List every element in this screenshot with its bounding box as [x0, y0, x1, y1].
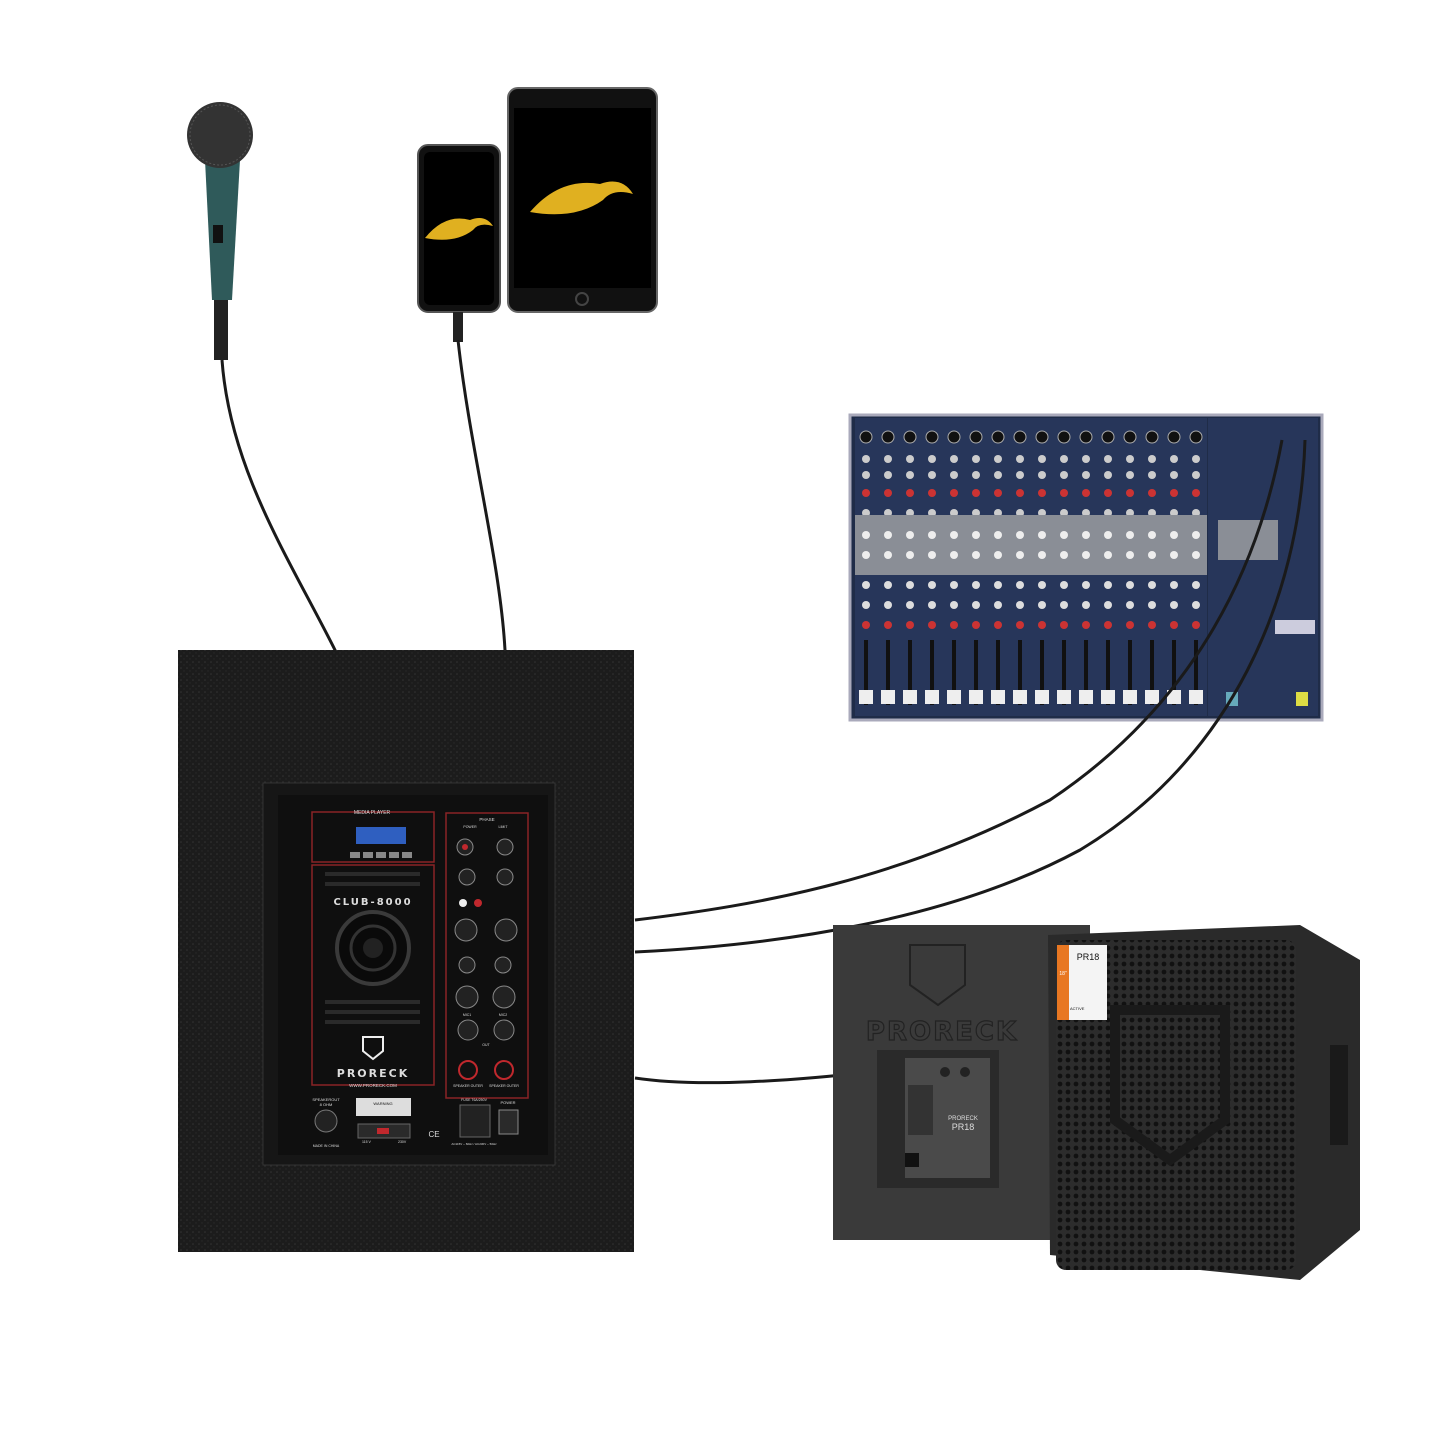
limit-led-label: LIMIT: [499, 825, 509, 829]
gold-logo-icon: [425, 218, 493, 240]
media-player-label: MEDIA PLAYER: [354, 810, 391, 816]
mic2-label: MIC2: [499, 1013, 507, 1017]
panel-brand-label: PRORECK: [948, 1116, 978, 1122]
smartphone: [417, 144, 501, 342]
subwoofer-pr18: PRORECK PRORECK PR18 PR18 18" ACTIVE: [833, 925, 1360, 1280]
speaker-outer-1-label: SPEAKER OUTER: [453, 1084, 483, 1088]
shield-logo-icon: [362, 1036, 384, 1061]
amplifier-cabinet: MEDIA PLAYER CLUB-8000 PRORECK WWW.PRORE…: [178, 650, 634, 1252]
ce-mark: CE: [428, 1130, 439, 1139]
microphone: [187, 102, 253, 360]
sticker-model-label: PR18: [1077, 952, 1100, 962]
panel-model-label: PR18: [952, 1122, 975, 1132]
shield-logo-icon: [1110, 1005, 1230, 1167]
shield-logo-icon: [909, 944, 966, 1007]
speaker-outer-2-label: SPEAKER OUTER: [489, 1084, 519, 1088]
mic1-label: MIC1: [463, 1013, 471, 1017]
warning-label: WARNING: [373, 1101, 392, 1106]
website-label: WWW.PRORECK.COM: [349, 1083, 397, 1088]
sticker-active-label: ACTIVE: [1070, 1006, 1085, 1011]
audio-mixer: [848, 413, 1324, 722]
speakerout-label: SPEAKEROUT: [312, 1097, 340, 1102]
voltage-115-label: 115 V: [362, 1140, 372, 1144]
tablet: [507, 87, 658, 313]
made-in-label: MADE IN CHINA: [313, 1144, 340, 1148]
brand-label: PRORECK: [337, 1067, 409, 1080]
out-label: OUT: [482, 1043, 490, 1047]
power-switch-label: POWER: [500, 1100, 515, 1105]
fuse-label: FUSE T6A/250V: [461, 1098, 487, 1102]
voltage-label: AC115V ~ 60Hz / AC230V ~ 50Hz: [451, 1142, 497, 1146]
voltage-230-label: 230V: [398, 1140, 407, 1144]
power-led-label: POWER: [463, 825, 477, 829]
sticker-size-label: 18": [1059, 971, 1067, 977]
gold-logo-icon: [530, 181, 633, 215]
power-switch[interactable]: [498, 1109, 519, 1135]
phase-label: PHASE: [479, 817, 494, 822]
model-label: CLUB-8000: [333, 897, 412, 908]
speakerout-ohm-label: 8 OHM: [320, 1102, 333, 1107]
sub-brand-label: PRORECK: [866, 1017, 1018, 1047]
